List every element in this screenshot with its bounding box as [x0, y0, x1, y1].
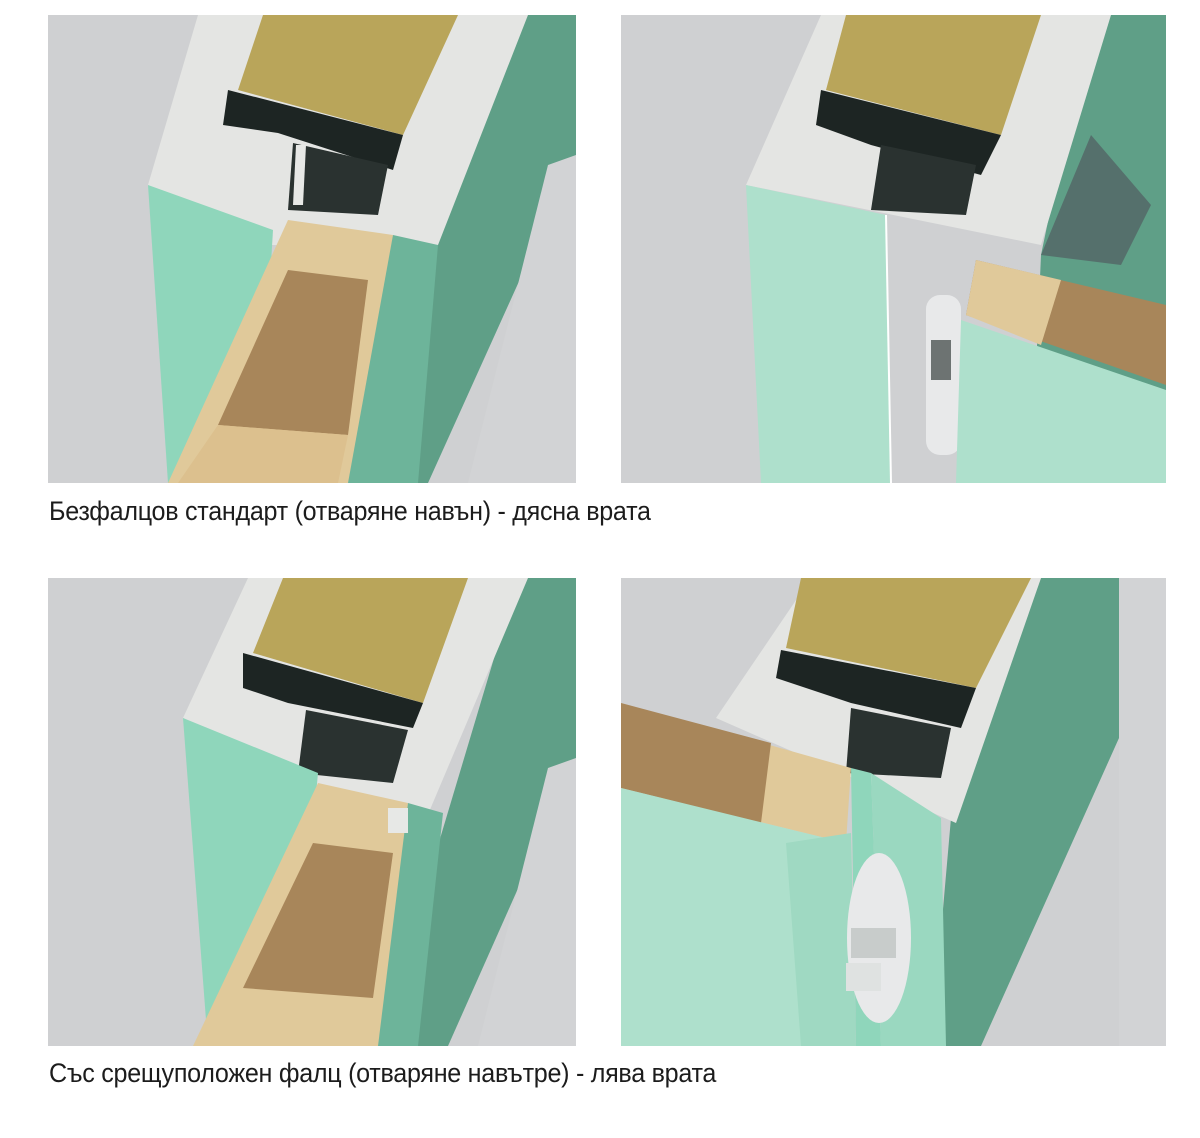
door-section-hinge-illustration: [621, 15, 1166, 483]
rebated-door-section-frame-view: [48, 578, 576, 1046]
caption-rebated-inward-left-door: Със срещуположен фалц (отваряне навътре)…: [49, 1058, 717, 1088]
rebated-door-section-hinge-illustration: [621, 578, 1166, 1046]
rebated-door-section-illustration: [48, 578, 576, 1046]
rebated-door-section-hinge-view: [621, 578, 1166, 1046]
caption-flush-outward-right-door: Безфалцов стандарт (отваряне навън) - дя…: [49, 496, 651, 526]
door-section-illustration: [48, 15, 576, 483]
flush-door-section-hinge-view: [621, 15, 1166, 483]
flush-door-section-frame-view: [48, 15, 576, 483]
